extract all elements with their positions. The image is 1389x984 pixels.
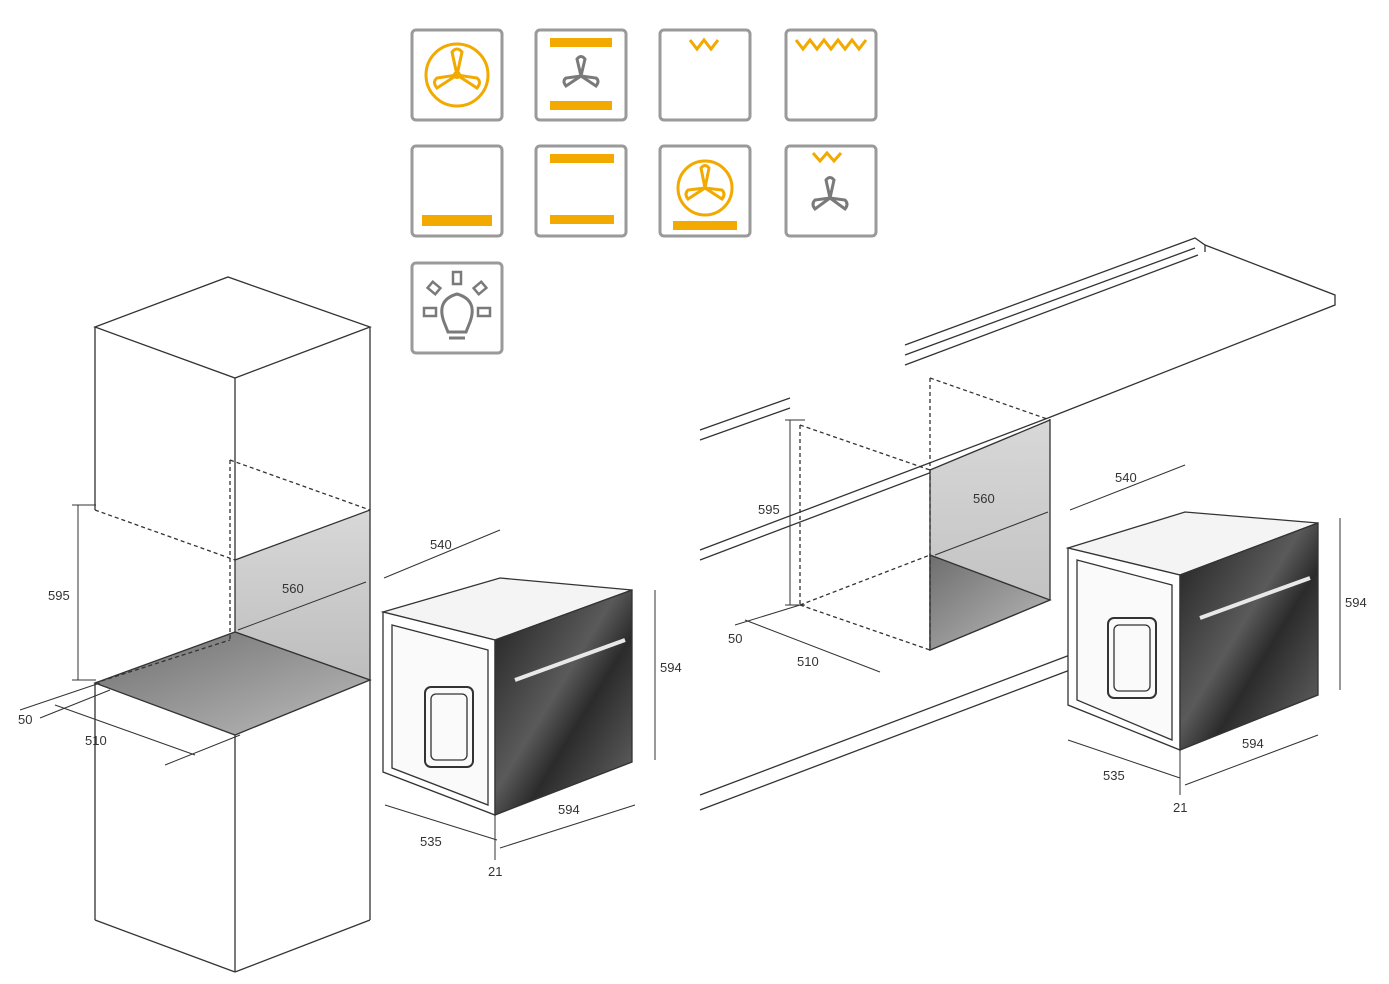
undercounter-dimension-labels: 595 560 510 50 540 594 594 535 21 bbox=[728, 470, 1367, 815]
oven-column-side-view bbox=[380, 529, 656, 860]
column-rear-gap-label: 50 bbox=[18, 712, 32, 727]
undercounter-niche-width-label: 560 bbox=[973, 491, 995, 506]
undercounter-installation-diagram bbox=[699, 237, 1336, 811]
undercounter-oven-width-label: 594 bbox=[1242, 736, 1264, 751]
column-oven-width-label: 594 bbox=[558, 802, 580, 817]
top-bottom-heat-fan-icon[interactable] bbox=[534, 28, 628, 122]
column-oven-depth-label: 540 bbox=[430, 537, 452, 552]
column-niche-height-label: 595 bbox=[48, 588, 70, 603]
column-door-thickness-label: 21 bbox=[488, 864, 502, 879]
undercounter-rear-gap-label: 50 bbox=[728, 631, 742, 646]
undercounter-niche-depth-label: 510 bbox=[797, 654, 819, 669]
oven-undercounter-side-view bbox=[1065, 464, 1341, 795]
bottom-heat-icon[interactable] bbox=[410, 144, 504, 238]
column-dimension-labels: 595 560 510 50 540 594 594 535 21 bbox=[18, 537, 682, 879]
column-niche-width-label: 560 bbox=[282, 581, 304, 596]
undercounter-door-thickness-label: 21 bbox=[1173, 800, 1187, 815]
column-oven-height-label: 594 bbox=[660, 660, 682, 675]
undercounter-oven-body-depth-label: 535 bbox=[1103, 768, 1125, 783]
undercounter-oven-height-label: 594 bbox=[1345, 595, 1367, 610]
undercounter-oven-depth-label: 540 bbox=[1115, 470, 1137, 485]
large-grill-icon[interactable] bbox=[784, 28, 878, 122]
small-grill-icon[interactable] bbox=[658, 28, 752, 122]
column-installation-diagram bbox=[19, 276, 372, 973]
bottom-heat-fan-icon[interactable] bbox=[658, 144, 752, 238]
column-niche-depth-label: 510 bbox=[85, 733, 107, 748]
oven-light-icon[interactable] bbox=[410, 261, 504, 355]
column-oven-body-depth-label: 535 bbox=[420, 834, 442, 849]
top-bottom-heat-icon[interactable] bbox=[534, 144, 628, 238]
undercounter-niche-height-label: 595 bbox=[758, 502, 780, 517]
grill-fan-icon[interactable] bbox=[784, 144, 878, 238]
fan-icon[interactable] bbox=[410, 28, 504, 122]
function-icons-grid bbox=[410, 28, 878, 355]
